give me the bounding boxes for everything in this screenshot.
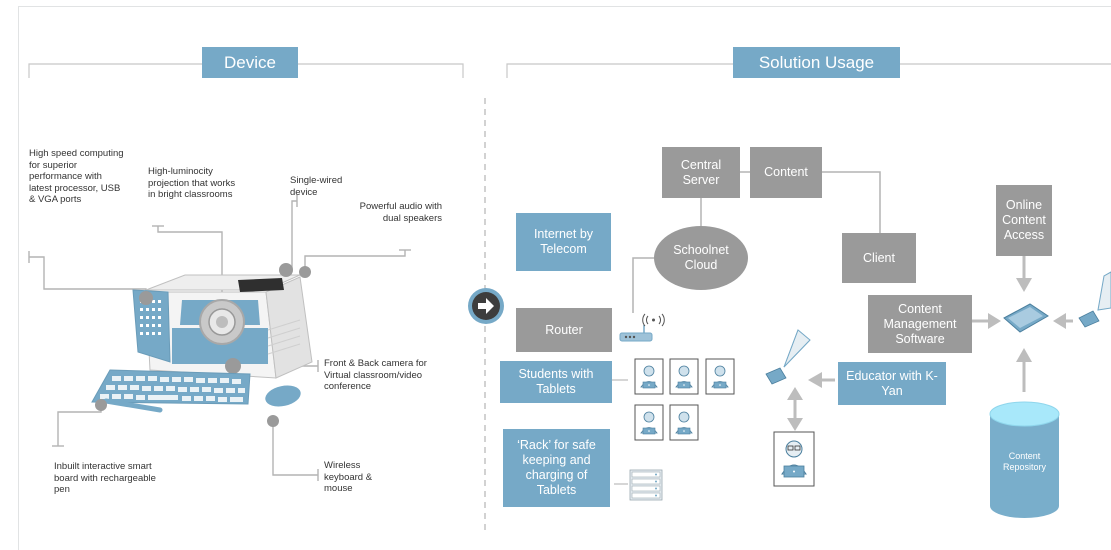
central-server-box: Central Server [662,147,740,198]
callout-computing: High speed computing for superior perfor… [29,148,124,205]
header-brackets [28,63,1111,78]
student-tablet-grid [634,358,735,441]
solution-usage-header: Solution Usage [733,47,900,78]
student-icon [705,358,735,395]
educator-with-kyan-box: Educator with K-Yan [838,362,946,405]
callout-keyboard: Wireless keyboard & mouse [324,460,373,494]
callout-single-wired: Single-wired device [290,175,343,198]
arrow-right-icon [472,292,500,320]
server-rack-icon [629,469,663,501]
content-box: Content [750,147,822,198]
students-with-tablets-box: Students with Tablets [500,361,612,403]
tablet-icon [1003,303,1049,333]
rack-box: ‘Rack’ for safe keeping and charging of … [503,429,610,507]
next-section-button[interactable] [468,288,504,324]
projector-device [132,263,313,379]
connectors [632,171,881,313]
router-icon [619,325,653,342]
content-management-software-box: Content Management Software [868,295,972,353]
tablet-grid-lines [612,379,628,485]
projection-icon [765,329,811,385]
content-repository-label: Content Repository [1002,451,1047,472]
callout-audio: Powerful audio with dual speakers [359,201,442,224]
callout-projection: High-luminocity projection that works in… [148,166,236,200]
wifi-icon [642,313,665,327]
keyboard [91,369,301,427]
schoolnet-cloud-ellipse: Schoolnet Cloud [654,226,748,290]
student-icon [634,358,664,395]
diagram-frame [18,6,1111,550]
student-icon [634,404,664,441]
student-icon [669,404,699,441]
flow-arrows [787,256,1073,431]
router-box: Router [516,308,612,352]
content-repository-cylinder [989,401,1060,518]
device-header: Device [202,47,298,78]
educator-icon [773,431,815,487]
internet-by-telecom-box: Internet by Telecom [516,213,611,271]
client-box: Client [842,233,916,283]
online-content-access-box: Online Content Access [996,185,1052,256]
callout-smartboard: Inbuilt interactive smart board with rec… [54,461,156,495]
projection-icon [1078,271,1111,328]
callout-camera: Front & Back camera for Virtual classroo… [324,358,427,392]
student-icon [669,358,699,395]
